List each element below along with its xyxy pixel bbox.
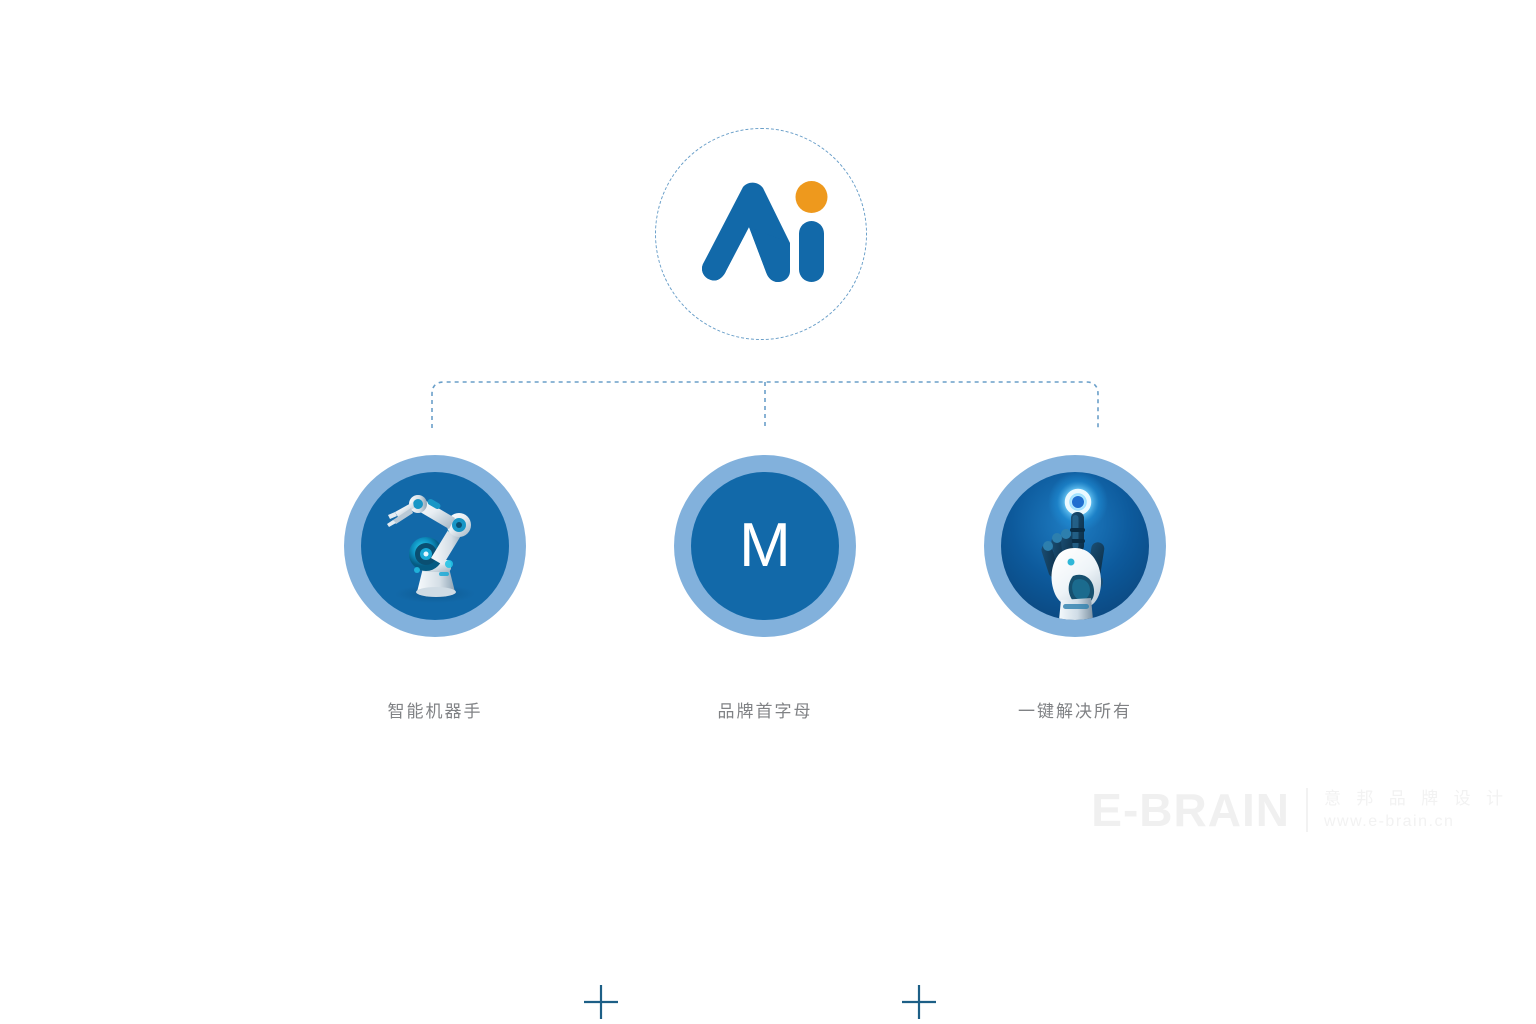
- caption-robot-arm: 智能机器手: [387, 702, 483, 722]
- inner-disc: [361, 472, 509, 620]
- plus-operator-2: [897, 980, 941, 1024]
- watermark: E-BRAIN 意 邦 品 牌 设 计 www.e-brain.cn: [1091, 787, 1508, 833]
- node-brand-letter[interactable]: M: [674, 455, 856, 637]
- node-robot-arm[interactable]: [344, 455, 526, 637]
- robot-hand-icon: [1001, 472, 1149, 620]
- inner-disc: [1001, 472, 1149, 620]
- logo-container: [655, 128, 867, 340]
- concept-board: M: [0, 128, 1536, 1019]
- watermark-divider: [1305, 788, 1308, 832]
- ai-logo-mark: [686, 179, 836, 289]
- node-robot-hand[interactable]: [984, 455, 1166, 637]
- inner-disc: M: [691, 472, 839, 620]
- robot-arm-icon: [361, 472, 509, 620]
- watermark-text-group: 意 邦 品 牌 设 计 www.e-brain.cn: [1323, 788, 1508, 830]
- caption-brand-letter: 品牌首字母: [717, 702, 813, 722]
- caption-robot-hand: 一键解决所有: [1018, 702, 1132, 722]
- plus-operator-1: [579, 980, 623, 1024]
- logo-dashed-ring: [655, 128, 867, 340]
- element-row: M: [0, 455, 1536, 1019]
- watermark-brand: E-BRAIN: [1091, 784, 1290, 836]
- dashed-tree-connector: [420, 370, 1110, 440]
- letter-m-glyph: M: [739, 511, 791, 580]
- watermark-url: www.e-brain.cn: [1323, 812, 1455, 830]
- watermark-chinese: 意 邦 品 牌 设 计: [1323, 788, 1508, 809]
